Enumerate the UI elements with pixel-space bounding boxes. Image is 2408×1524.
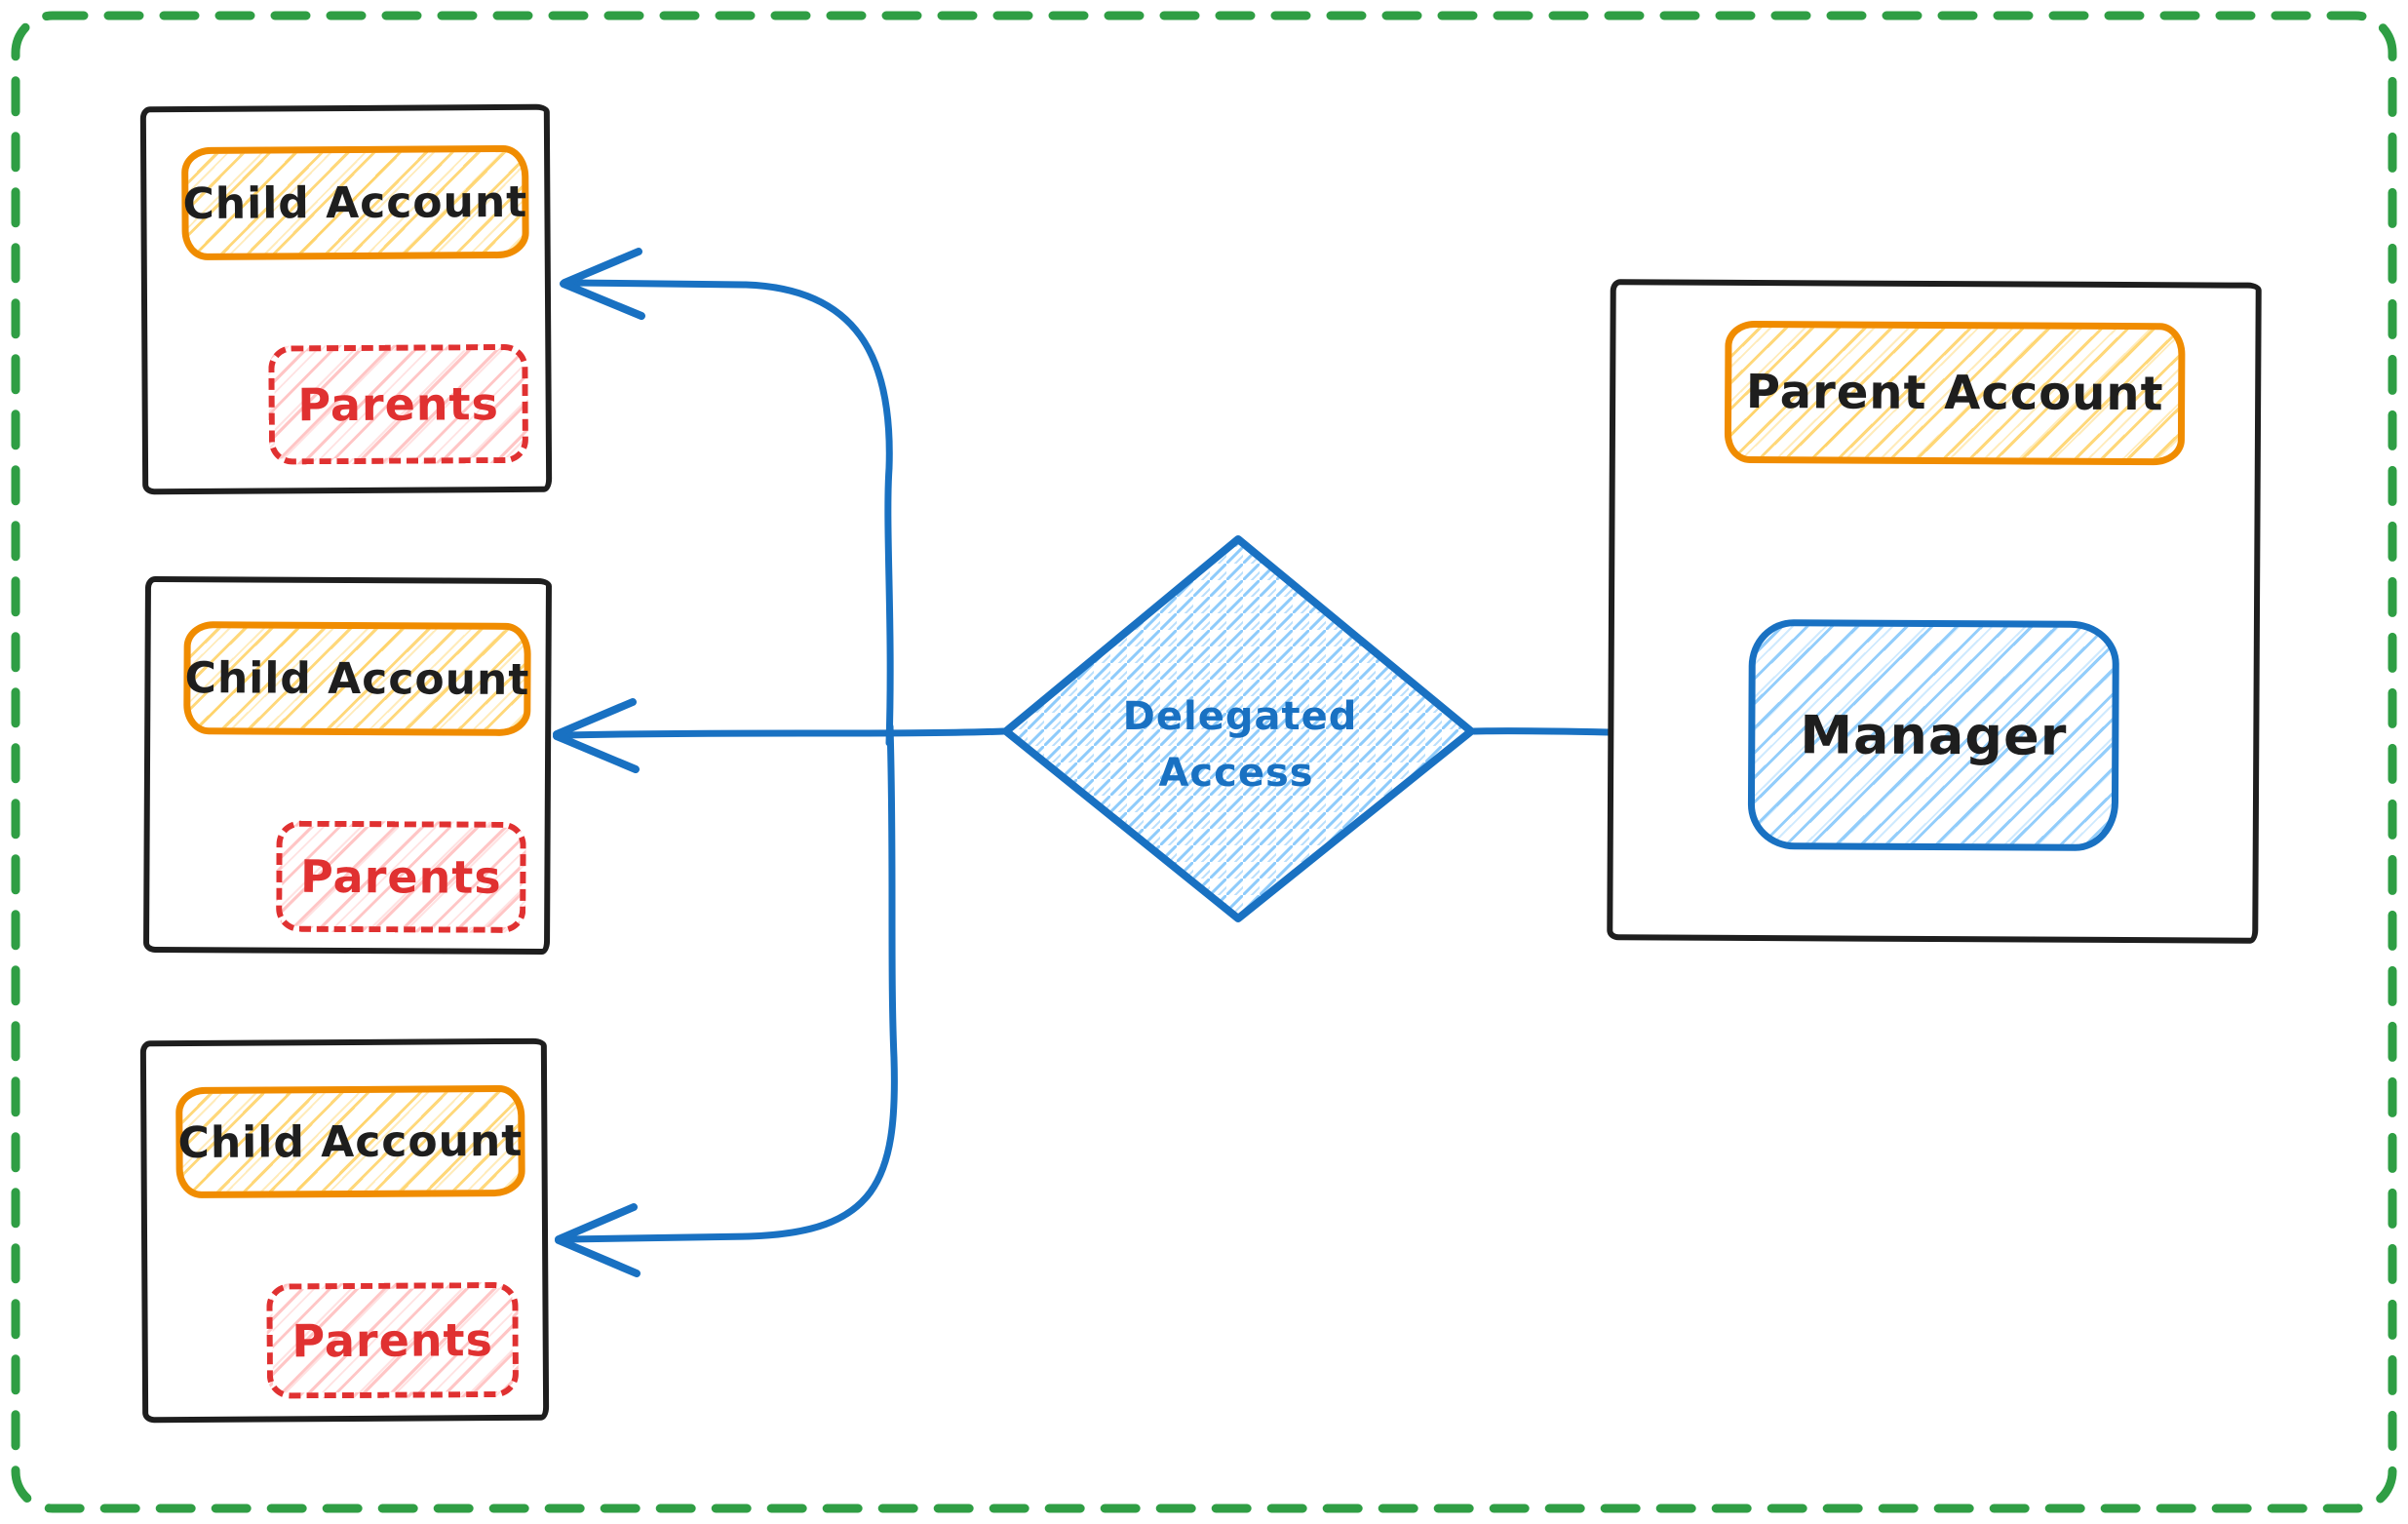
- child-account-text-2: Child Account: [184, 652, 530, 705]
- parents-box-2: Parents: [276, 820, 526, 933]
- manager-box: Manager: [1747, 619, 2119, 851]
- parent-account-label: Parent Account: [1724, 320, 2186, 466]
- child-account-label-2: Child Account: [183, 621, 531, 736]
- parents-box-3: Parents: [266, 1281, 520, 1399]
- arrowhead-icon: [555, 1203, 641, 1277]
- decision-delegated-access: Delegated Access: [1002, 535, 1475, 922]
- child-account-text-3: Child Account: [177, 1115, 524, 1168]
- child-account-text-1: Child Account: [182, 176, 528, 229]
- arrowhead-icon: [560, 248, 645, 320]
- diamond-shape: [1002, 535, 1475, 922]
- child-account-card-2: Child Account Parents: [142, 575, 553, 956]
- edge-delegated-access-to-child-2: [553, 698, 1008, 773]
- decision-label-line2: Access: [1158, 751, 1313, 796]
- edge-delegated-access-to-child-3: [555, 723, 898, 1277]
- parents-text-3: Parents: [291, 1313, 494, 1368]
- child-account-label-1: Child Account: [181, 144, 529, 261]
- child-account-label-3: Child Account: [175, 1084, 525, 1199]
- decision-label-line1: Delegated: [1123, 694, 1358, 739]
- manager-text: Manager: [1800, 703, 2068, 767]
- parents-text-1: Parents: [297, 377, 500, 432]
- parents-text-2: Parents: [299, 849, 502, 904]
- canvas-frame: [11, 11, 2397, 1513]
- child-account-card-3: Child Account Parents: [139, 1037, 550, 1424]
- edge-delegated-access-to-child-1: [560, 248, 894, 747]
- arrowhead-icon: [553, 698, 640, 773]
- parents-box-1: Parents: [268, 343, 529, 465]
- parent-account-text: Parent Account: [1745, 364, 2164, 422]
- child-account-card-1: Child Account Parents: [139, 103, 553, 495]
- parent-account-card: Parent Account Manager: [1607, 279, 2262, 944]
